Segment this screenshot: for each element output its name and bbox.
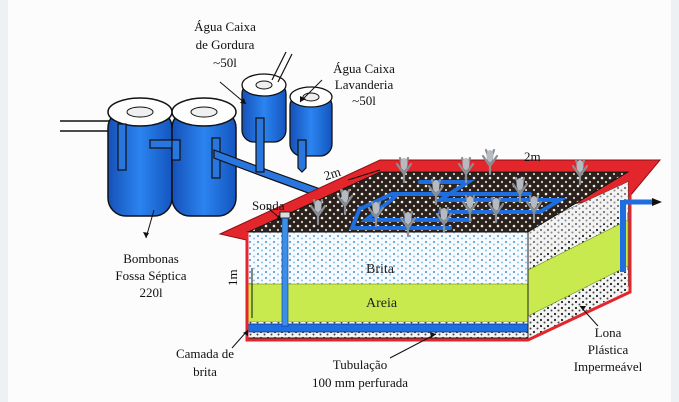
leader-arrowheads (143, 96, 586, 338)
grease-box-label: Água Caixa de Gordura ~50l (180, 20, 270, 70)
bottom-gravel-label-line1: Camada de (175, 346, 235, 361)
liner-label: Lona Plástica Impermeável (560, 326, 656, 374)
probe-pipe (279, 211, 291, 327)
plant (395, 156, 413, 184)
liner-label-line3: Impermeável (573, 359, 643, 374)
grease-box-label-line2: de Gordura (195, 37, 255, 52)
plant (309, 198, 327, 226)
plant (399, 210, 417, 238)
pipe-label-line2: 100 mm perfurada (311, 375, 409, 390)
bottom-gravel-label: Camada de brita (160, 347, 250, 379)
laundry-box-label-line1: Água Caixa (333, 61, 395, 76)
plant (525, 194, 543, 222)
laundry-box-label: Água Caixa Lavanderia ~50l (314, 62, 414, 108)
septic-label-line2: Fossa Séptica (115, 268, 187, 283)
grease-box-label-line1: Água Caixa (194, 19, 256, 34)
septic-label-line1: Bombonas (123, 251, 179, 266)
pipe-label-line1: Tubulação (332, 357, 388, 372)
septic-label-line3: 220l (139, 285, 163, 300)
plant (367, 200, 385, 228)
height-label: 1m (225, 269, 240, 286)
gravel-layer-label: Brita (366, 262, 394, 277)
laundry-box-label-line3: ~50l (352, 93, 376, 108)
plants-group (309, 148, 589, 238)
grease-box-label-line3: ~50l (213, 55, 237, 70)
right-frame-edge (671, 0, 679, 402)
plant (435, 206, 453, 234)
plant (481, 148, 499, 176)
plant (427, 178, 445, 206)
liner-label-line2: Plástica (587, 342, 629, 357)
plant (336, 188, 354, 216)
septic-label: Bombonas Fossa Séptica 220l (96, 252, 206, 300)
plant (457, 156, 475, 184)
width-top-label: 2m (524, 149, 541, 164)
liner-label-line1: Lona (594, 325, 622, 340)
pipe-label: Tubulação 100 mm perfurada (290, 358, 430, 390)
liner-outline (245, 190, 632, 342)
plant (571, 158, 589, 186)
probe-label: Sonda (252, 198, 285, 213)
basin-front-face (246, 231, 529, 339)
plant (461, 194, 479, 222)
left-frame-edge (0, 0, 8, 402)
laundry-box-label-line2: Lavanderia (334, 77, 394, 92)
outlet-pipe (620, 198, 662, 272)
plant (487, 196, 505, 224)
sand-layer-label: Areia (366, 296, 398, 311)
septic-tank-right (171, 97, 237, 217)
bottom-gravel-label-line2: brita (193, 364, 217, 379)
grease-box-tank (241, 51, 293, 143)
basin-right-wall (527, 181, 629, 340)
plant (511, 176, 529, 204)
